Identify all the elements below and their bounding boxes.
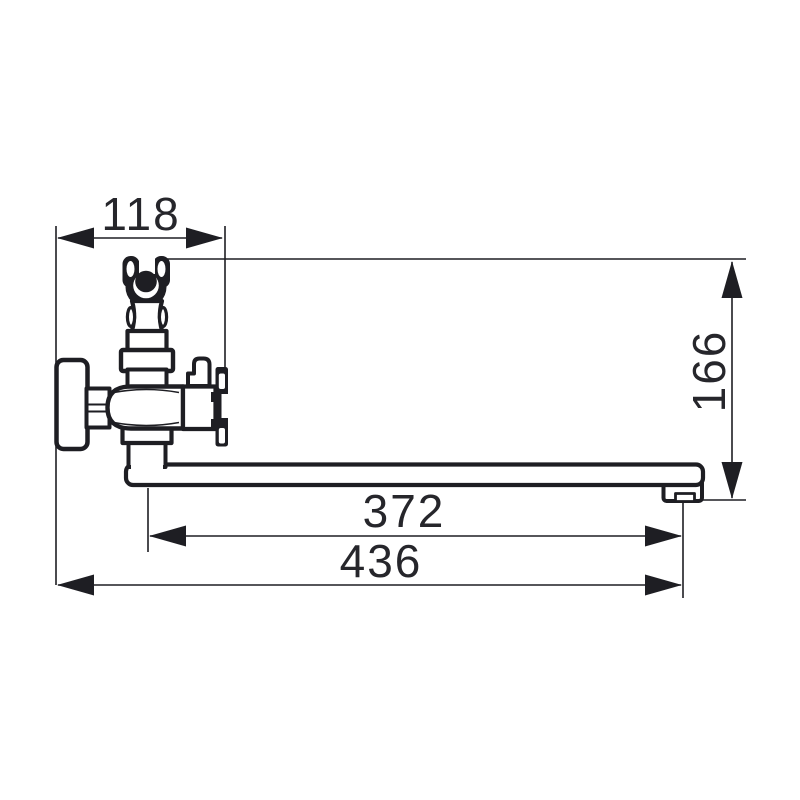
hex-nut [84,386,112,430]
valve-body-bottom-contour [113,421,180,427]
tab-connector-top [211,392,218,402]
clip-opening [139,250,155,274]
dim118-value: 118 [101,188,180,240]
dim372-left-arrowhead-icon [149,525,186,547]
valve-body [105,384,186,431]
dim372-value: 372 [363,485,446,537]
neck-right-detail [157,305,169,329]
clip-right-slot [157,261,166,277]
pipe-spout-junction [131,460,163,469]
mount-slot-bottom [218,428,225,444]
dimension-118: 118 [57,188,223,249]
valve-body-top-contour [113,388,180,394]
clip-inner-bowl [135,270,157,293]
spout [123,462,706,488]
dim166-top-arrowhead-icon [721,261,743,298]
dim436-right-arrowhead-icon [645,574,682,596]
dim436-value: 436 [340,535,423,587]
faucet-body [54,250,706,503]
dimension-436: 436 [57,535,682,596]
wall-mount-tabs [211,367,230,447]
dim166-value: 166 [683,330,735,413]
dim166-bottom-arrowhead-icon [721,462,743,499]
aerator [674,492,696,503]
diverter-lever [186,356,212,388]
shower-holder-clip [122,250,170,308]
neck-left-detail [125,305,137,329]
dimension-166: 166 [683,261,743,499]
dimension-372: 372 [149,485,682,547]
dim118-left-arrowhead-icon [57,227,94,249]
dim372-right-arrowhead-icon [645,525,682,547]
tab-connector-bottom [211,419,218,429]
mount-rail-notch [221,394,230,418]
mount-slot-top [218,373,225,389]
dim436-left-arrowhead-icon [57,574,94,596]
wall-plate [54,357,90,452]
clip-left-slot [126,261,135,277]
connection-block [180,384,218,432]
dim118-right-arrowhead-icon [186,227,223,249]
